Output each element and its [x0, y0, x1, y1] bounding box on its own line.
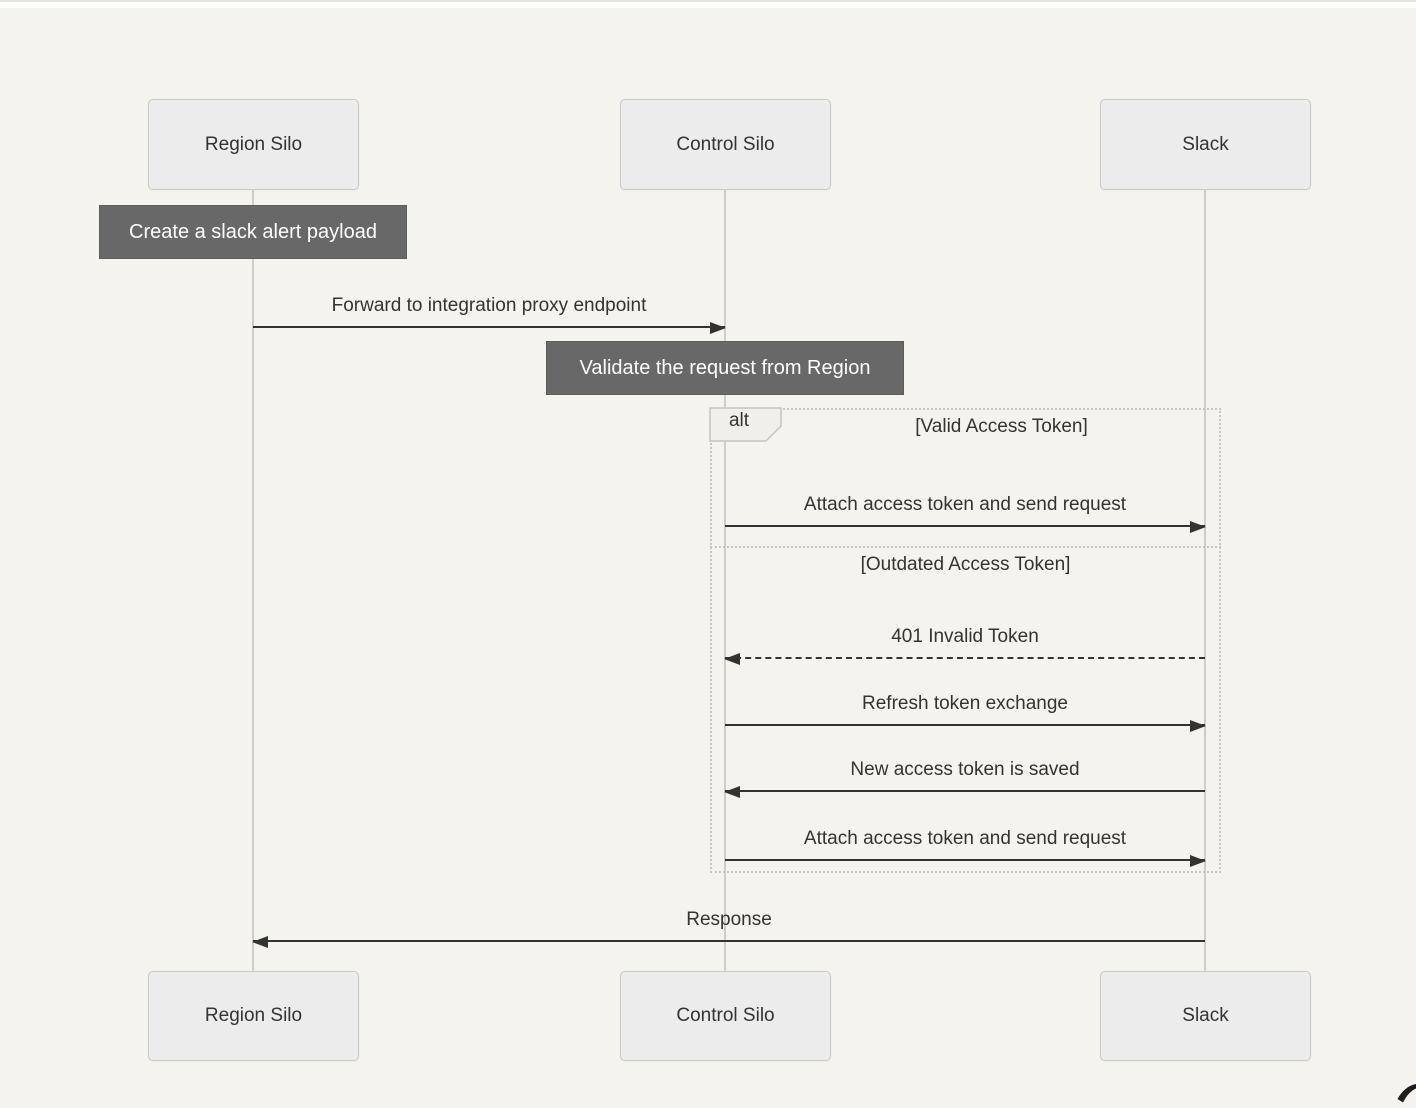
- alt-condition-outdated: [Outdated Access Token]: [860, 554, 1071, 575]
- arrowhead-left-icon: [724, 653, 740, 665]
- message-label: 401 Invalid Token: [891, 626, 1039, 647]
- arrowhead-right-icon: [710, 322, 726, 334]
- message-label: Attach access token and send request: [803, 494, 1127, 515]
- arrowhead-right-icon: [1190, 521, 1206, 533]
- message-new-access-token-saved: New access token is saved: [724, 748, 1205, 798]
- arrowhead-left-icon: [724, 786, 740, 798]
- message-refresh-token-exchange: Refresh token exchange: [725, 682, 1206, 732]
- message-label: Response: [686, 909, 772, 930]
- alt-condition-valid: [Valid Access Token]: [915, 416, 1088, 437]
- message-response: Response: [252, 898, 1205, 948]
- message-attach-token-retry: Attach access token and send request: [725, 817, 1206, 867]
- arrowhead-left-icon: [252, 936, 268, 948]
- actor-control-silo-top: Control Silo: [620, 99, 831, 190]
- note-validate-request-from-region: Validate the request from Region: [546, 341, 904, 395]
- note-create-slack-alert-payload: Create a slack alert payload: [99, 205, 407, 259]
- alt-frame: [710, 408, 1221, 873]
- lifeline-control-silo: [724, 190, 726, 971]
- message-line: [725, 720, 1206, 732]
- message-line: [253, 322, 726, 334]
- message-attach-token-valid: Attach access token and send request: [725, 483, 1206, 533]
- actor-region-silo-top: Region Silo: [148, 99, 359, 190]
- actor-control-silo-bottom: Control Silo: [620, 971, 831, 1061]
- message-forward-to-proxy: Forward to integration proxy endpoint: [253, 284, 726, 334]
- message-label: Refresh token exchange: [862, 693, 1068, 714]
- message-line: [252, 936, 1205, 948]
- lifeline-region-silo: [252, 190, 254, 971]
- message-label: New access token is saved: [850, 759, 1080, 780]
- arrowhead-right-icon: [1190, 855, 1206, 867]
- mouse-cursor-icon: [1397, 1084, 1416, 1103]
- actor-region-silo-bottom: Region Silo: [148, 971, 359, 1061]
- actor-label: Region Silo: [204, 1005, 303, 1026]
- note-text: Validate the request from Region: [579, 356, 871, 379]
- actor-label: Slack: [1182, 133, 1229, 155]
- alt-divider: [710, 546, 1221, 548]
- actor-label: Region Silo: [204, 133, 303, 155]
- arrowhead-right-icon: [1190, 720, 1206, 732]
- actor-label: Control Silo: [676, 133, 775, 155]
- message-401-invalid-token: 401 Invalid Token: [724, 615, 1205, 665]
- actor-slack-top: Slack: [1100, 99, 1311, 190]
- message-line: [725, 521, 1206, 533]
- note-text: Create a slack alert payload: [129, 220, 377, 243]
- actor-label: Slack: [1182, 1005, 1229, 1026]
- alt-label: alt: [728, 410, 750, 431]
- message-line-dashed: [724, 653, 1205, 665]
- message-line: [724, 786, 1205, 798]
- message-label: Attach access token and send request: [803, 828, 1127, 849]
- lifeline-slack: [1204, 190, 1206, 971]
- alt-label-box: [709, 407, 782, 442]
- message-label: Forward to integration proxy endpoint: [331, 295, 647, 316]
- message-line: [725, 855, 1206, 867]
- actor-label: Control Silo: [676, 1005, 775, 1026]
- window-top-edge: [0, 0, 1416, 8]
- actor-slack-bottom: Slack: [1100, 971, 1311, 1061]
